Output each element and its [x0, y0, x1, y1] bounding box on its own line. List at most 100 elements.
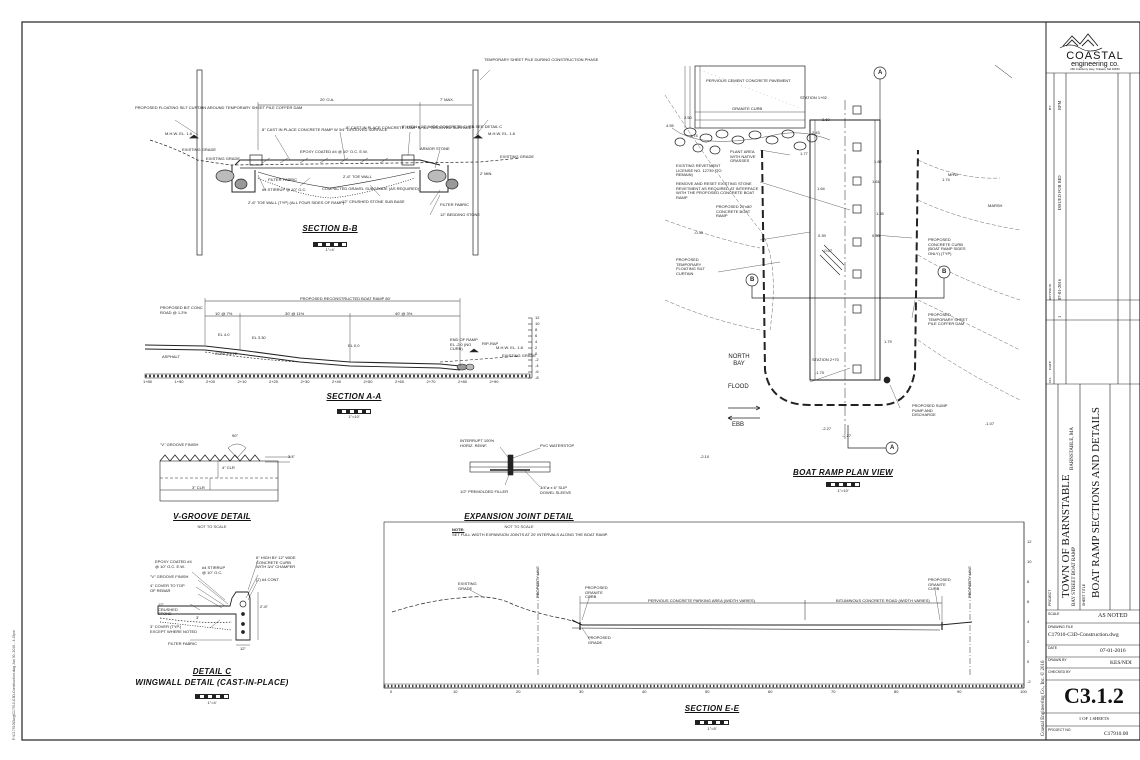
rev-row-no: 1: [1057, 315, 1062, 318]
ee-station-label: 100: [1020, 689, 1027, 694]
plan-section-marker: A: [890, 445, 895, 451]
company-name: COASTAL: [1066, 50, 1124, 62]
drawn-by-label: DRAWN BY: [1048, 658, 1067, 662]
plan-spot-elevation: 1.74: [690, 133, 698, 138]
section-ee-title: SECTION E-E: [684, 704, 740, 713]
ee-note-property-line-right: PROPERTY LINE: [967, 566, 972, 598]
ee-station-label: 10: [453, 689, 458, 694]
copyright: Coastal Engineering Co., Inc. © 2016: [1041, 660, 1046, 736]
bb-note-subgrade: COMPACTED GRAVEL SUBGRADE (AS REQUIRED): [322, 186, 420, 191]
ee-note-bituminous: BITUMINOUS CONCRETE ROAD (WIDTH VARIES): [836, 598, 930, 603]
plan-view-scale: 1"=10': [837, 488, 849, 493]
section-bb-scale-bar: [313, 242, 347, 247]
bb-dim-overall: 20' O.A.: [320, 97, 335, 102]
v-groove-nts: NOT TO SCALE: [197, 524, 227, 529]
dc-note-cont: (7) #4 CONT.: [256, 577, 280, 582]
aa-note-el-0: EL 0.0: [348, 343, 360, 348]
plan-spot-elevation: -2.27: [842, 433, 852, 438]
aa-elevation-label: 4: [535, 339, 538, 344]
ee-station-label: 90: [957, 689, 962, 694]
bb-note-armor: ARMOR STONE: [420, 146, 450, 151]
section-ee-drawing: [383, 521, 1025, 689]
plan-note-silt: PROPOSED TEMPORARY FLOATING SILT CURTAIN: [676, 257, 705, 276]
ej-note-text: SET FULL WIDTH EXPANSION JOINTS AT 20' I…: [452, 532, 608, 537]
ee-note-curb-left: PROPOSED GRANITE CURB: [585, 585, 608, 600]
plan-note-flood: FLOOD: [728, 384, 749, 390]
dc-note-epoxy: EPOXY COATED #4 @ 10" O.C. E.W.: [155, 559, 192, 569]
plan-note-ramp: PROPOSED 20'x80' CONCRETE BOAT RAMP: [716, 204, 753, 219]
ee-elevation-label: 8: [1027, 579, 1030, 584]
scale-value: AS NOTED: [1098, 613, 1128, 619]
title-block-lines: [1046, 72, 1140, 727]
ee-note-property-line-left: PROPERTY LINE: [535, 566, 540, 598]
aa-station-label: 2+80: [458, 379, 468, 384]
section-aa-scale-bar: [337, 409, 371, 414]
bb-note-existing-grade-left: EXISTING GRADE: [182, 147, 217, 152]
aa-elevation-label: -6: [535, 369, 539, 374]
plan-note-revetment: EXISTING REVETMENT LICENSE NO. 12739 (TO…: [676, 163, 722, 178]
plan-spot-elevation: 4.55: [666, 123, 674, 128]
ee-elevation-label: 10: [1027, 559, 1032, 564]
bb-note-mhw-left: M.H.W. EL. 1.8: [165, 131, 192, 136]
expansion-joint-title: EXPANSION JOINT DETAIL: [464, 512, 574, 521]
plan-spot-elevation: -0.33: [694, 230, 704, 235]
bb-note-filter-left: FILTER FABRIC: [268, 177, 298, 182]
project-label: PROJECT: [1048, 589, 1052, 606]
ee-station-label: 70: [831, 689, 836, 694]
project-no-label: PROJECT NO.: [1048, 728, 1072, 732]
rev-row-revision: ISSUED FOR BID: [1057, 175, 1062, 210]
scale-label: SCALE: [1048, 612, 1060, 616]
plan-spot-elevation: -2.27: [822, 426, 832, 431]
aa-note-asphalt: ASPHALT: [162, 354, 180, 359]
bb-note-existing-grade-ground: EXISTING GRADE: [206, 156, 241, 161]
plan-view-scale-bar: [826, 482, 860, 487]
plan-spot-elevation: -2.10: [700, 454, 710, 459]
plan-section-marker: B: [750, 277, 755, 283]
aa-station-label: 2+10: [237, 379, 247, 384]
dc-dim-3ft: 3': [196, 615, 199, 620]
bb-note-epoxy: EPOXY COATED #4 @ 10" O.C. E.W.: [300, 149, 368, 154]
ee-station-label: 80: [894, 689, 899, 694]
bb-note-filter-right: FILTER FABRIC: [440, 202, 470, 207]
sheet-title: BOAT RAMP SECTIONS AND DETAILS: [1090, 406, 1102, 598]
plan-spot-elevation: 2.43: [812, 130, 820, 135]
ee-note-existing-grade: EXISTING GRADE: [458, 581, 477, 591]
project-location: BARNSTABLE, MA: [1070, 427, 1075, 470]
plan-note-granite: GRANITE CURB: [732, 106, 763, 111]
bb-note-crushed: 12" CRUSHED STONE SUB BASE: [342, 199, 405, 204]
project-owner: TOWN OF BARNSTABLE: [1060, 474, 1072, 598]
drawing-file-value: C17910-C3D-Construction.dwg: [1048, 632, 1119, 638]
drawing-file-label: DRAWING FILE: [1048, 625, 1074, 629]
plan-spot-elevation: 1.74: [942, 177, 950, 182]
dc-dim-width: 12": [240, 646, 246, 651]
ej-note-label: NOTE:: [452, 527, 465, 532]
project-no-value: C17910.00: [1104, 731, 1129, 737]
detail-c-scale-bar: [195, 694, 229, 699]
plan-note-ebb: EBB: [732, 422, 745, 428]
plan-note-mhw: MHW: [948, 172, 958, 177]
ee-note-pervious: PERVIOUS CONCRETE PARKING AREA (WIDTH VA…: [648, 598, 755, 603]
plan-spot-elevation: 0.30: [872, 233, 880, 238]
aa-station-label: 1+80: [143, 379, 153, 384]
section-bb-scale: 1"=4': [325, 247, 335, 252]
bb-note-mhw-right: M.H.W. EL. 1.8: [488, 131, 515, 136]
dc-note-crushed: 12" CRUSHED STONE: [158, 602, 178, 617]
ej-note-filler: 1/2" PREMOLDED FILLER: [460, 489, 509, 494]
rev-header-revision: REVISION: [1048, 283, 1052, 300]
section-aa-scale: 1"=10': [348, 414, 360, 419]
ee-elevation-label: 4: [1027, 619, 1030, 624]
ee-note-proposed-grade: PROPOSED GRADE: [588, 635, 611, 645]
plan-spot-elevation: -1.70: [815, 370, 825, 375]
aa-elevation-label: 6: [535, 333, 538, 338]
aa-station-label: 2+70: [426, 379, 436, 384]
bb-note-silt-curtain: PROPOSED FLOATING SILT CURTAIN AROUND TE…: [135, 105, 303, 110]
aa-elevation-label: -8: [535, 375, 539, 380]
plan-spot-elevation: 1.85: [876, 211, 884, 216]
rev-row-date: 07-01-2016: [1057, 279, 1062, 300]
vg-note-angle: 90°: [232, 433, 239, 438]
aa-station-label: 2+20: [269, 379, 279, 384]
plan-view-drawing: [664, 64, 1021, 455]
aa-note-el-3: EL 3.30: [252, 335, 266, 340]
